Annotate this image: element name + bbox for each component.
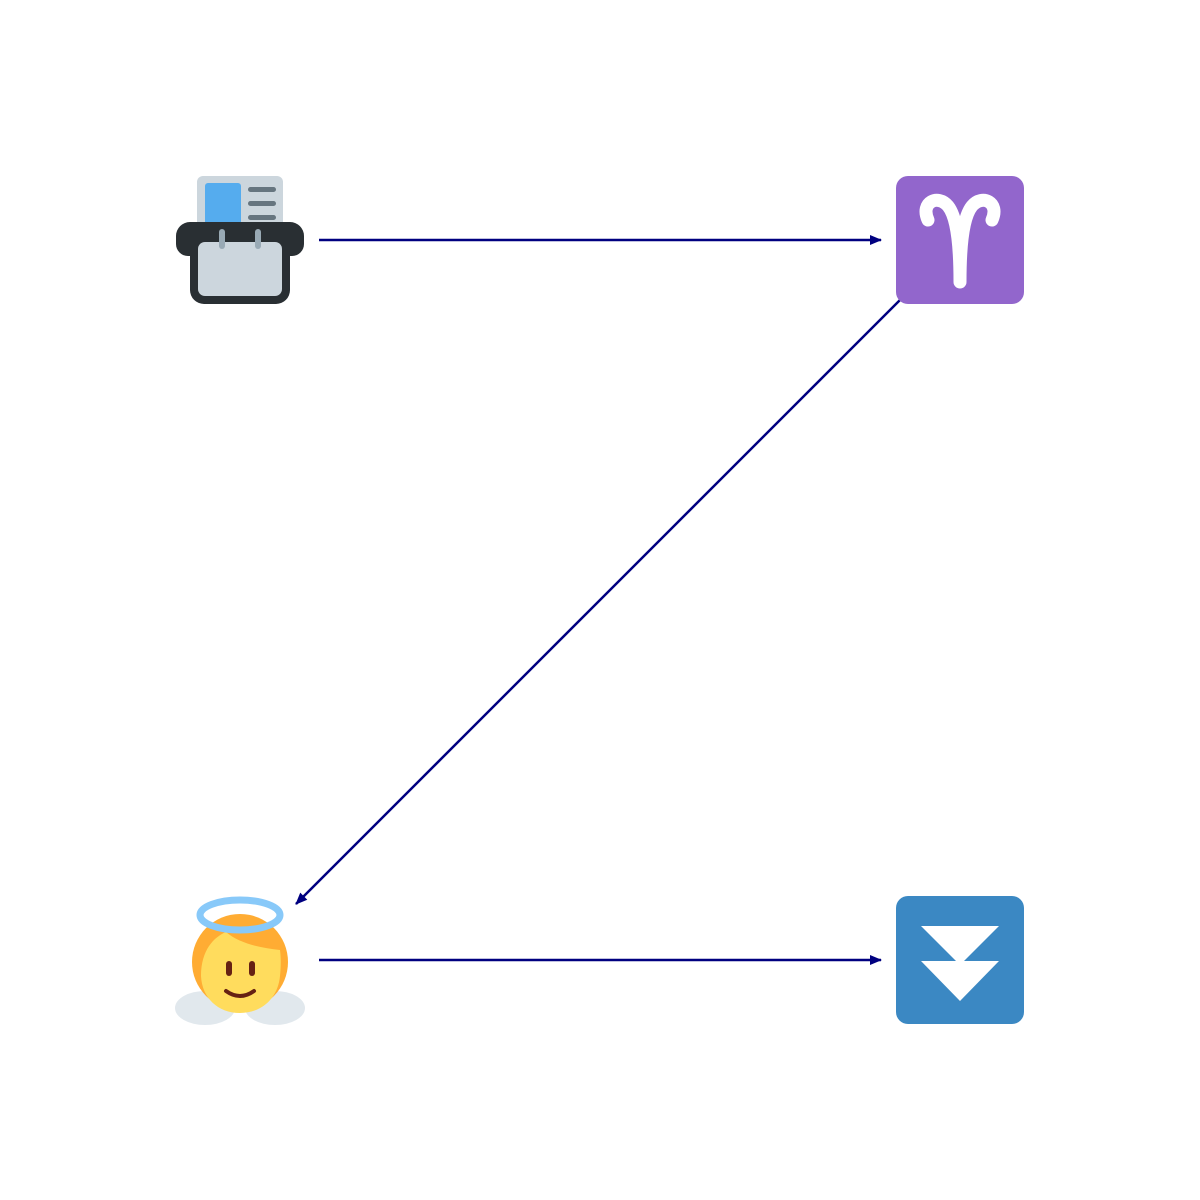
aries-icon [896,176,1024,304]
baby-angel-icon [175,896,305,1025]
card-index-icon [176,176,304,304]
fast-down-button-icon [896,896,1024,1024]
edges [295,235,901,965]
edge-aries-to-baby-angel [295,299,901,905]
